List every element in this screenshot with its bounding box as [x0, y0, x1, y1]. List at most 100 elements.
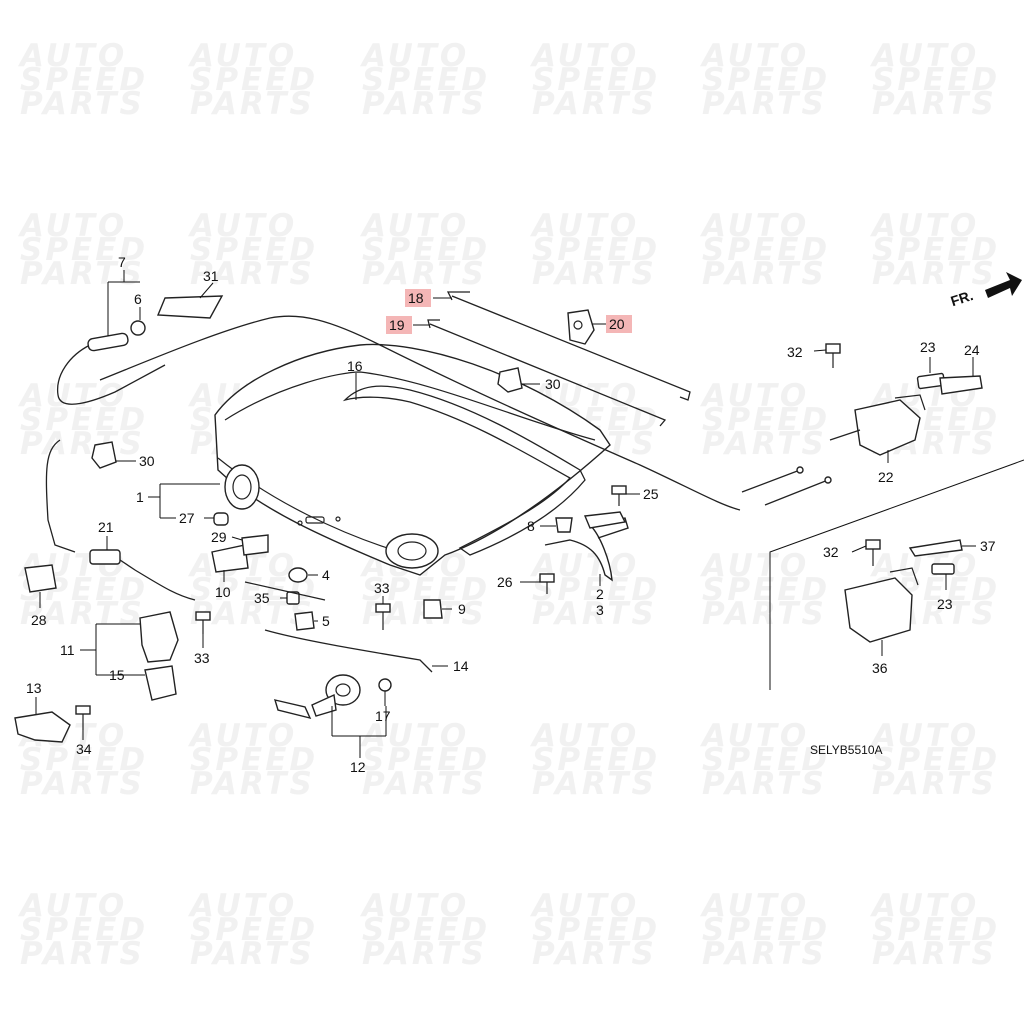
watermark-text: SPEED: [702, 572, 830, 608]
bolt-lower-part[interactable]: [539, 573, 555, 594]
watermark-text: PARTS: [362, 256, 487, 292]
callout-25[interactable]: 25: [643, 486, 659, 502]
bolt-striker-part[interactable]: [75, 705, 91, 730]
callout-32-upper[interactable]: 32: [787, 344, 803, 360]
callout-3[interactable]: 3: [596, 602, 604, 618]
front-arrow-icon: [985, 272, 1022, 298]
striker-part[interactable]: [14, 711, 71, 743]
watermark-text: AUTO: [699, 38, 809, 74]
bolt-latch-part[interactable]: [195, 611, 211, 634]
watermark-text: AUTO: [869, 718, 979, 754]
watermark-text: AUTO: [359, 888, 469, 924]
callout-18[interactable]: 18: [408, 290, 424, 306]
callout-15[interactable]: 15: [109, 667, 125, 683]
watermark-text: SPEED: [362, 232, 490, 268]
watermark-text: PARTS: [362, 86, 487, 122]
cap-part[interactable]: [294, 611, 315, 631]
trunk-lid-part[interactable]: [214, 343, 611, 576]
callout-31[interactable]: 31: [203, 268, 219, 284]
callout-26[interactable]: 26: [497, 574, 513, 590]
watermark-text: SPEED: [532, 232, 660, 268]
callout-17[interactable]: 17: [375, 708, 391, 724]
callout-5[interactable]: 5: [322, 613, 330, 629]
harness-part[interactable]: [244, 581, 326, 601]
callout-8[interactable]: 8: [527, 518, 535, 534]
cushion-part[interactable]: [555, 517, 573, 533]
trim-part[interactable]: [908, 539, 963, 557]
hinge-part[interactable]: [544, 511, 629, 582]
holder-part[interactable]: [24, 564, 57, 593]
callout-22[interactable]: 22: [878, 469, 894, 485]
grommet-part[interactable]: [378, 678, 392, 692]
callout-19[interactable]: 19: [389, 317, 405, 333]
bolt-upper-part[interactable]: [825, 343, 841, 368]
callout-20[interactable]: 20: [609, 316, 625, 332]
callout-6[interactable]: 6: [134, 291, 142, 307]
callout-21[interactable]: 21: [98, 519, 114, 535]
callout-37[interactable]: 37: [980, 538, 996, 554]
callout-7[interactable]: 7: [118, 254, 126, 270]
watermark-text: PARTS: [872, 86, 997, 122]
fuel-lid-cable-part[interactable]: [56, 320, 166, 405]
watermark-text: AUTO: [529, 38, 639, 74]
watermark-text: AUTO: [869, 888, 979, 924]
watermark-text: PARTS: [532, 86, 657, 122]
watermark-text: AUTO: [869, 38, 979, 74]
watermark-text: SPEED: [190, 742, 318, 778]
watermark-text: PARTS: [872, 256, 997, 292]
pad-part[interactable]: [156, 295, 224, 319]
callout-14[interactable]: 14: [453, 658, 469, 674]
lock-rod-part[interactable]: [264, 629, 433, 673]
callout-34[interactable]: 34: [76, 741, 92, 757]
bar-holder-part[interactable]: [567, 309, 595, 345]
bolt-inset-part[interactable]: [865, 539, 881, 566]
lamp-part[interactable]: [241, 534, 269, 556]
callout-30-left[interactable]: 30: [139, 453, 155, 469]
cover-alt-part[interactable]: [931, 563, 955, 575]
callout-13[interactable]: 13: [26, 680, 42, 696]
callout-36[interactable]: 36: [872, 660, 888, 676]
callout-30-upper[interactable]: 30: [545, 376, 561, 392]
callout-12[interactable]: 12: [350, 759, 366, 775]
release-handle-part[interactable]: [741, 394, 926, 506]
bolt-hinge-part[interactable]: [611, 485, 627, 506]
nut-part[interactable]: [288, 567, 308, 583]
weatherstrip-part[interactable]: [342, 385, 586, 556]
callout-28[interactable]: 28: [31, 612, 47, 628]
lock-cylinder-part[interactable]: [273, 674, 361, 720]
callout-2[interactable]: 2: [596, 586, 604, 602]
switch-part[interactable]: [211, 544, 249, 573]
callout-16[interactable]: 16: [347, 358, 363, 374]
callout-11[interactable]: 11: [60, 642, 75, 658]
cable-clip-upper-part[interactable]: [497, 367, 523, 393]
callout-4[interactable]: 4: [322, 567, 330, 583]
callout-29[interactable]: 29: [211, 529, 227, 545]
callout-32-inset[interactable]: 32: [823, 544, 839, 560]
watermark-text: AUTO: [187, 718, 297, 754]
latch-part[interactable]: [139, 611, 179, 663]
callout-33-right[interactable]: 33: [374, 580, 390, 596]
bumper-part[interactable]: [423, 599, 443, 619]
callout-23-upper[interactable]: 23: [920, 339, 936, 355]
watermark-text: AUTO: [17, 38, 127, 74]
callout-35[interactable]: 35: [254, 590, 270, 606]
watermark-text: PARTS: [190, 766, 315, 802]
watermark-text: AUTO: [699, 718, 809, 754]
grommet-lid-part[interactable]: [213, 512, 229, 526]
callout-9[interactable]: 9: [458, 601, 466, 617]
release-cover-part[interactable]: [939, 375, 983, 395]
watermark-text: SPEED: [190, 62, 318, 98]
watermark-text: SPEED: [872, 62, 1000, 98]
latch-cover-part[interactable]: [144, 665, 177, 701]
release-handle-alt-part[interactable]: [844, 567, 919, 643]
watermark-text: AUTO: [359, 38, 469, 74]
callout-24[interactable]: 24: [964, 342, 980, 358]
callout-27[interactable]: 27: [179, 510, 195, 526]
callout-1[interactable]: 1: [136, 489, 144, 505]
callout-10[interactable]: 10: [215, 584, 231, 600]
watermark-text: PARTS: [190, 936, 315, 972]
callout-33-left[interactable]: 33: [194, 650, 210, 666]
cable-clip-left-part[interactable]: [91, 441, 117, 469]
callout-23-inset[interactable]: 23: [937, 596, 953, 612]
watermark-text: AUTO: [17, 208, 127, 244]
